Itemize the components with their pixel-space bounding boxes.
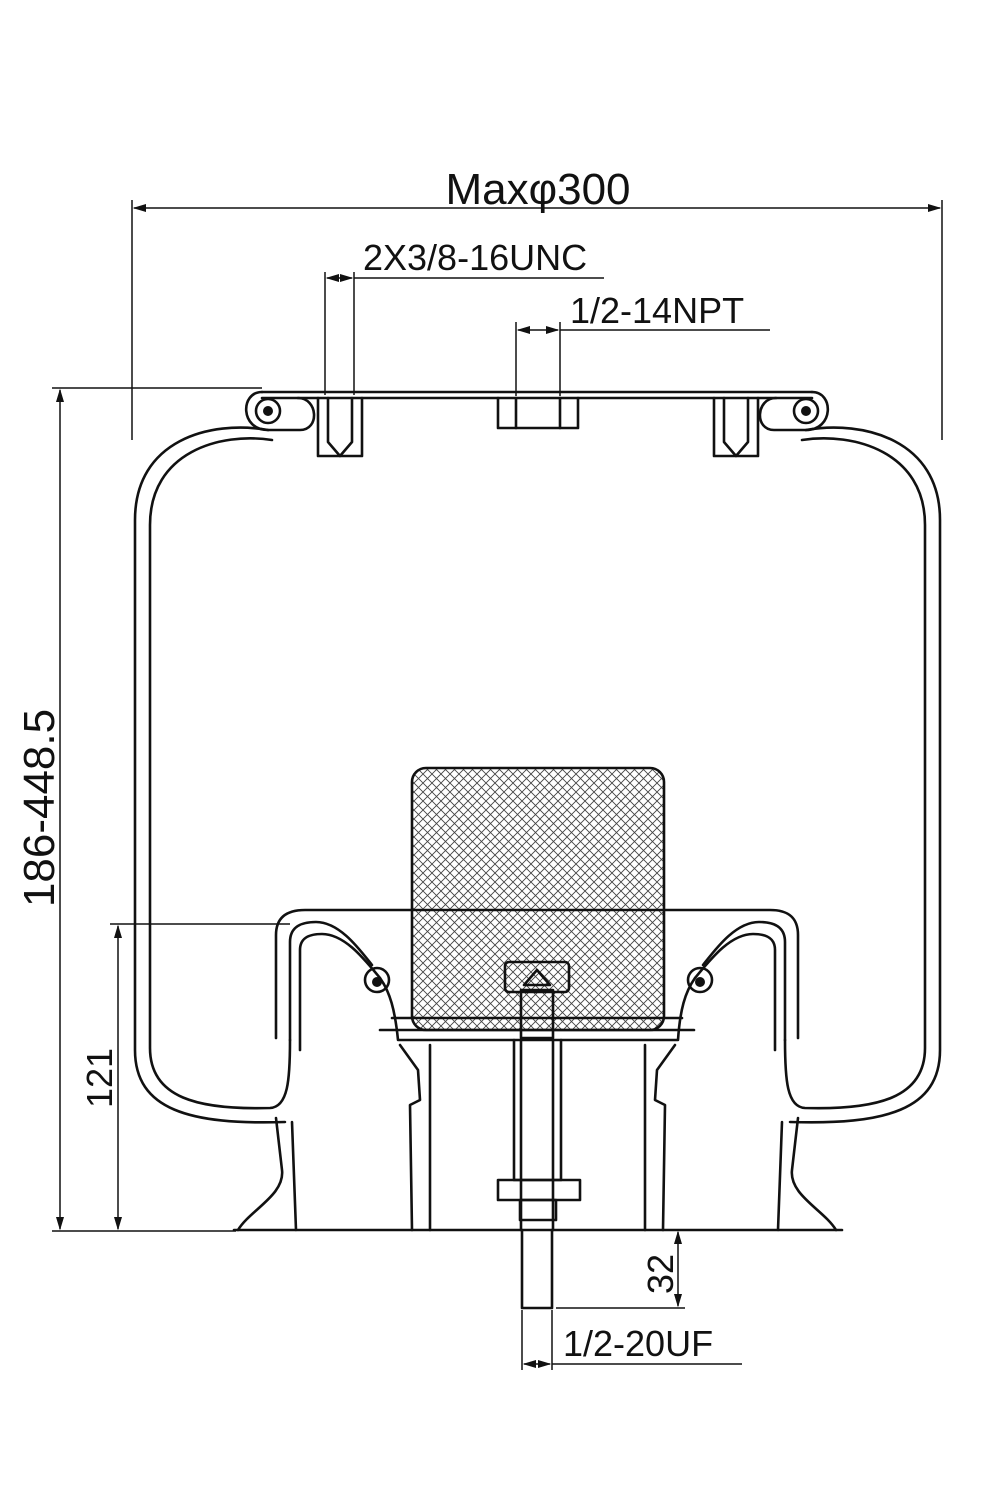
dim-diameter: Maxφ300	[131, 165, 943, 440]
label-top-studs: 2X3/8-16UNC	[363, 237, 587, 278]
piston	[232, 908, 844, 1232]
piston-bead-right	[686, 966, 714, 994]
bellows-inner	[148, 437, 927, 1110]
bellows-outer	[133, 426, 942, 1124]
label-bottom-stud: 1/2-20UF	[563, 1323, 713, 1364]
piston-bead-left	[363, 966, 391, 994]
dim-stud-length: 32	[556, 1230, 685, 1309]
label-piston-height: 121	[79, 1048, 120, 1108]
bead-ring-left	[254, 397, 282, 425]
bead-plate	[244, 390, 830, 432]
dim-bottom-stud: 1/2-20UF	[521, 1310, 742, 1370]
label-height-range: 186-448.5	[15, 709, 64, 907]
label-max-diameter: Maxφ300	[445, 165, 630, 214]
bead-ring-right	[792, 397, 820, 425]
dim-piston-height: 121	[79, 923, 290, 1231]
label-air-inlet: 1/2-14NPT	[570, 290, 744, 331]
stud-left	[316, 396, 364, 458]
center-bolt	[496, 960, 582, 1310]
dim-height-range: 186-448.5	[15, 387, 262, 1232]
stud-right	[712, 396, 760, 458]
dim-air-inlet: 1/2-14NPT	[515, 290, 770, 396]
air-inlet-fitting	[496, 396, 580, 430]
dim-top-studs: 2X3/8-16UNC	[324, 237, 604, 395]
label-stud-length: 32	[640, 1254, 681, 1294]
